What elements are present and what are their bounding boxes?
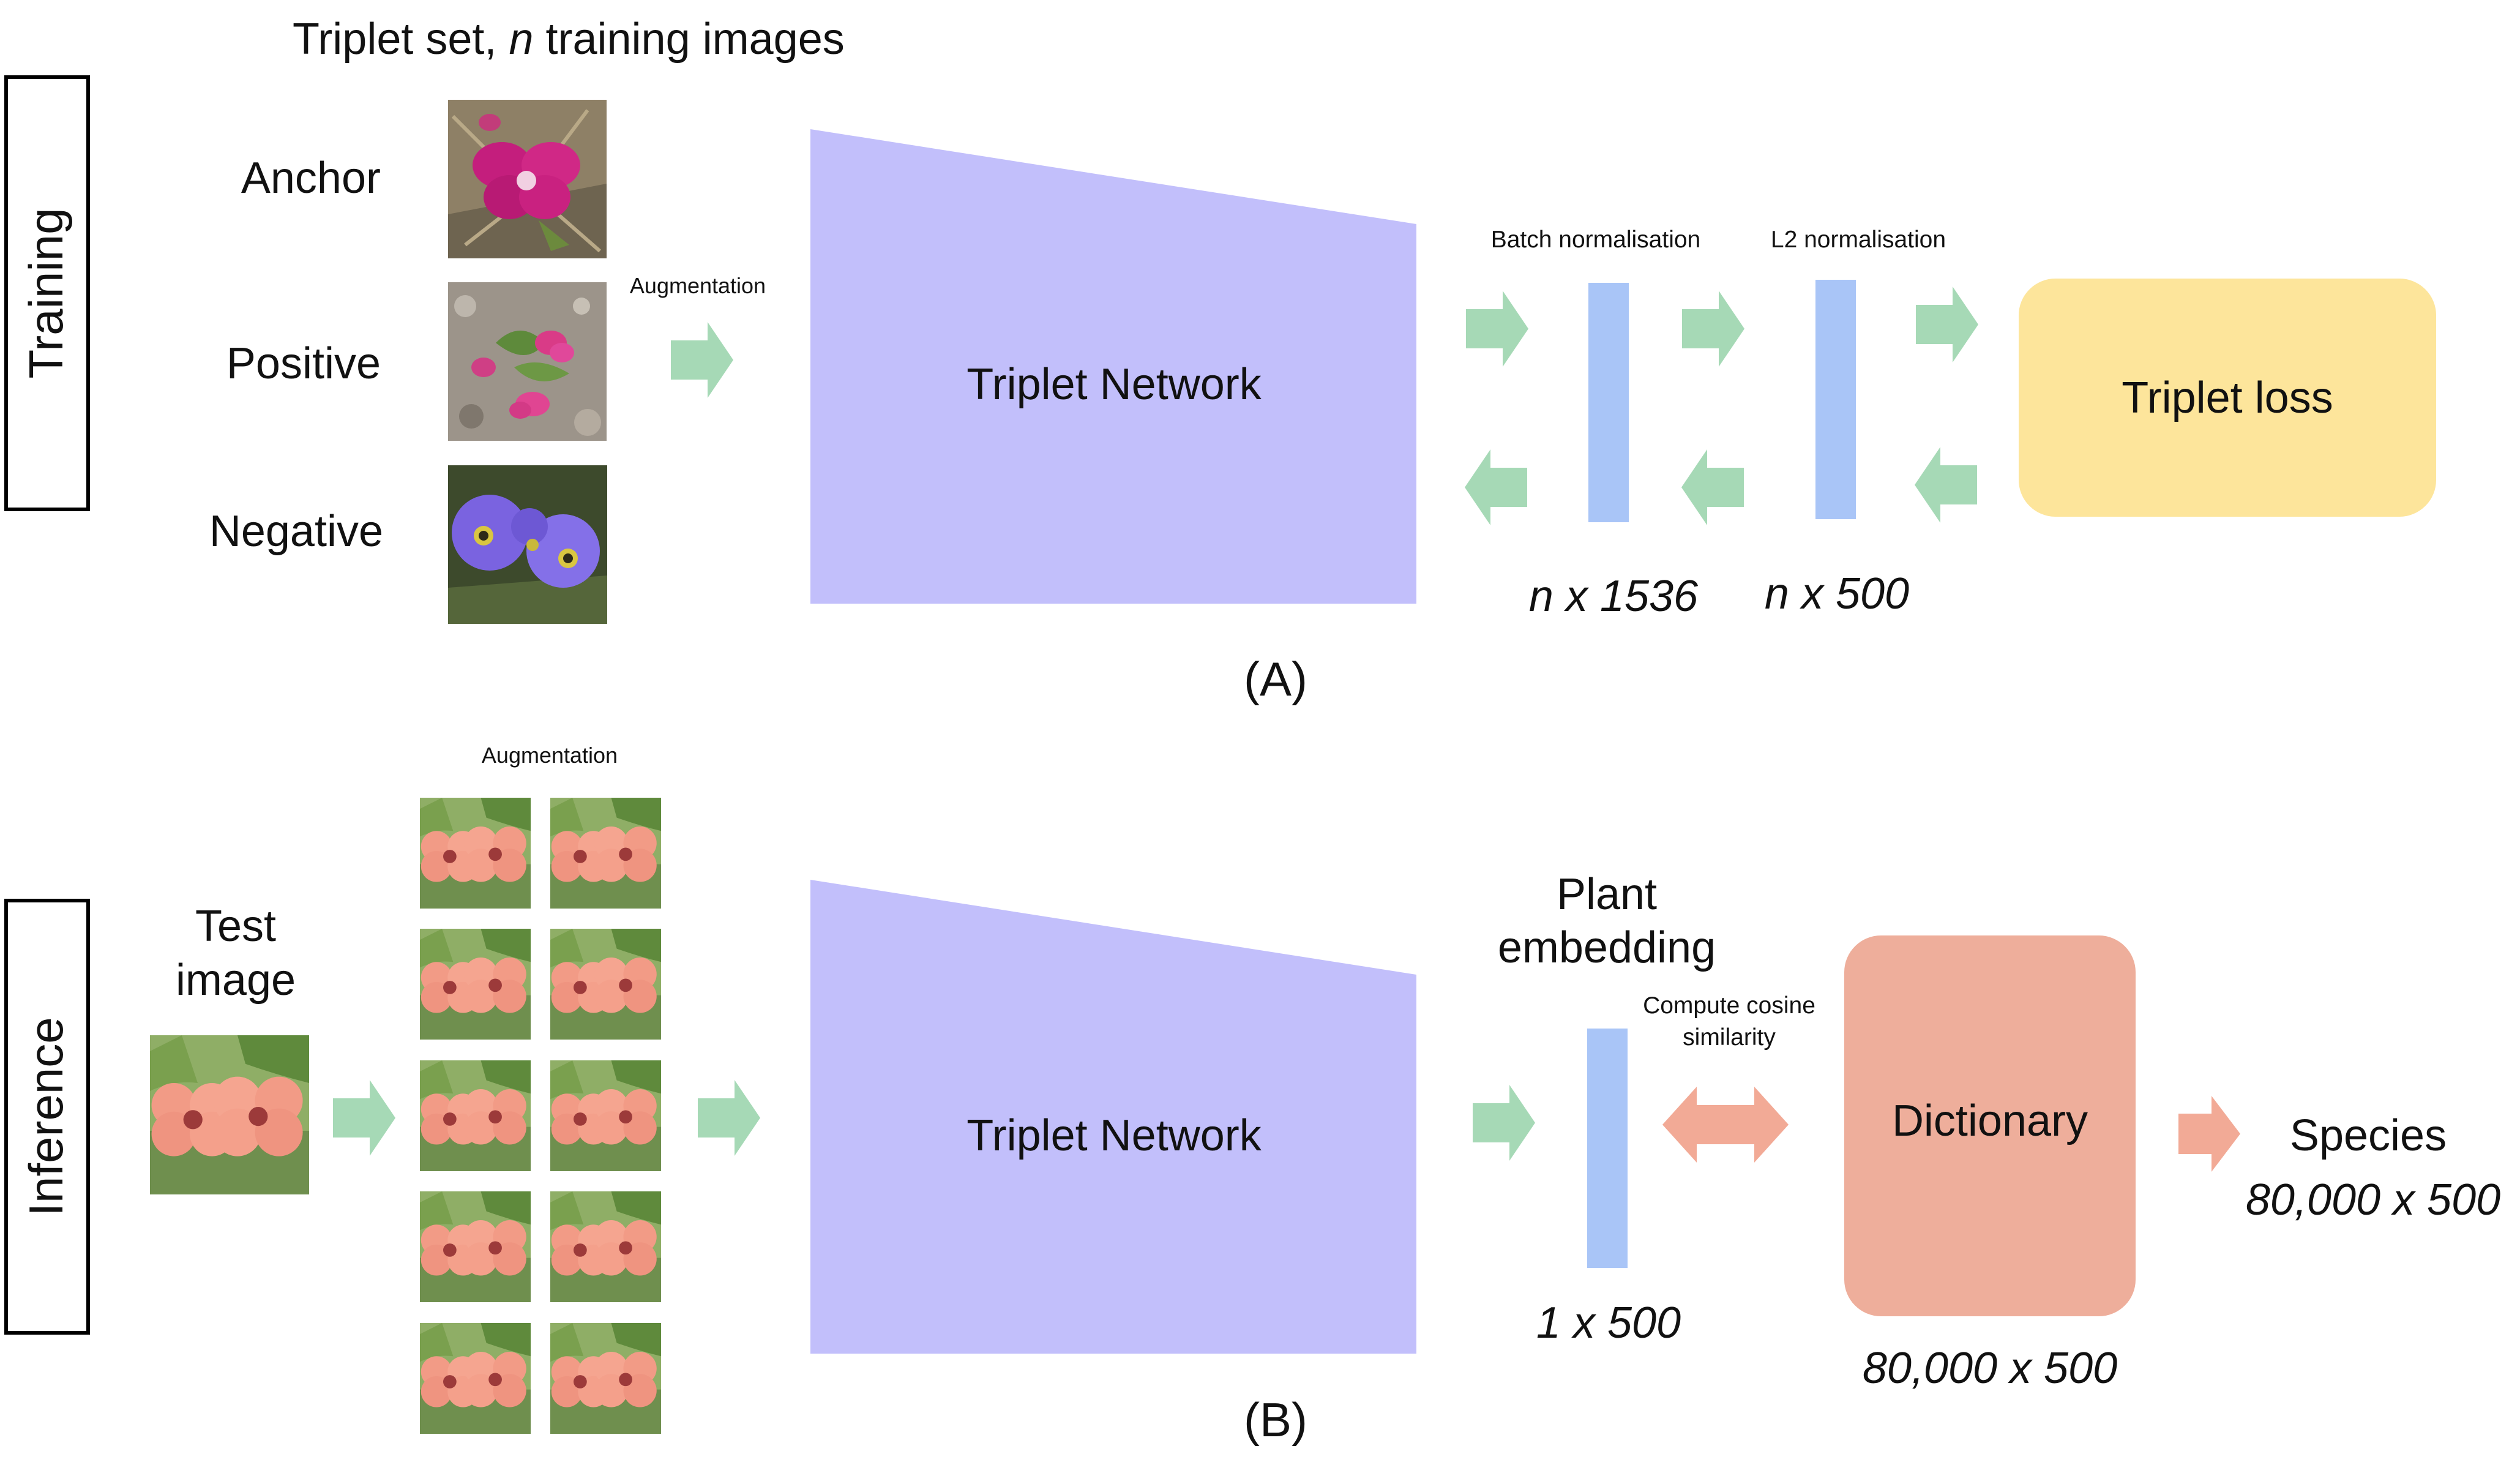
training-section: Training Triplet set, n training images … — [4, 15, 2436, 706]
triplet-network-train — [810, 129, 1416, 604]
batch-norm-bar — [1588, 283, 1629, 522]
arrow-left-icon — [1681, 449, 1744, 525]
dictionary-label: Dictionary — [1892, 1096, 2088, 1145]
negative-label: Negative — [209, 507, 383, 556]
positive-label: Positive — [226, 339, 381, 388]
training-side-label: Training — [19, 208, 73, 379]
arrow-right-icon — [1473, 1085, 1535, 1161]
arrow-left-icon — [1915, 447, 1977, 523]
dictionary-box — [1844, 935, 2136, 1316]
inference-side-label: Inference — [19, 1017, 73, 1216]
l2-norm-label: L2 normalisation — [1771, 227, 1946, 253]
arrow-right-icon — [333, 1080, 395, 1156]
cosine-label-line1: Compute cosine — [1643, 992, 1815, 1019]
dim-embedding: 1 x 500 — [1536, 1299, 1681, 1347]
flower-photo-augmented — [550, 1191, 661, 1302]
panel-label-a: (A) — [1244, 652, 1307, 706]
plant-embedding-line1: Plant — [1557, 870, 1657, 919]
flower-photo-augmented — [420, 1060, 531, 1171]
triplet-network-infer — [810, 880, 1416, 1354]
triplet-network-infer-label: Triplet Network — [966, 1111, 1262, 1160]
arrow-right-icon — [1466, 291, 1528, 367]
flower-photo-augmented — [420, 929, 531, 1040]
arrow-right-icon — [1916, 287, 1978, 362]
dim-l2: n x 500 — [1765, 569, 1909, 618]
flower-photo-augmented — [550, 1323, 661, 1434]
dim-species: 80,000 x 500 — [2246, 1175, 2500, 1224]
arrow-right-icon — [698, 1080, 760, 1156]
flower-photo-augmented — [550, 798, 661, 909]
flower-photo-augmented — [420, 1191, 531, 1302]
flower-photo-test — [150, 1035, 309, 1194]
species-label: Species — [2290, 1111, 2447, 1160]
l2-norm-bar — [1815, 280, 1856, 519]
arrow-right-icon — [671, 322, 733, 398]
flower-photo-augmented — [420, 1323, 531, 1434]
dim-batch: n x 1536 — [1529, 572, 1699, 621]
arrow-right-icon — [2178, 1096, 2240, 1172]
flower-photo-augmented — [550, 1060, 661, 1171]
flower-photo-augmented — [420, 798, 531, 909]
plant-embedding-bar — [1587, 1029, 1628, 1268]
batch-norm-label: Batch normalisation — [1491, 227, 1701, 253]
plant-embedding-line2: embedding — [1498, 923, 1716, 972]
inference-section: Inference Test image Augmentation Triple… — [4, 743, 2500, 1447]
augmentation-grid — [420, 798, 661, 1434]
augmentation-label-infer: Augmentation — [482, 743, 618, 768]
test-image-label-line1: Test — [195, 902, 276, 951]
triplet-loss-label: Triplet loss — [2122, 373, 2333, 422]
triplet-loss-box — [2019, 279, 2436, 517]
double-arrow-icon — [1662, 1087, 1789, 1163]
test-image-label-line2: image — [176, 956, 296, 1005]
flower-photo-anchor — [448, 100, 607, 258]
dim-dictionary: 80,000 x 500 — [1863, 1344, 2117, 1393]
training-header: Triplet set, n training images — [293, 15, 845, 64]
triplet-network-train-label: Triplet Network — [966, 360, 1262, 409]
panel-label-b: (B) — [1244, 1393, 1307, 1447]
anchor-label: Anchor — [241, 154, 381, 203]
flower-photo-augmented — [550, 929, 661, 1040]
flower-photo-negative — [448, 465, 607, 624]
augmentation-label-train: Augmentation — [630, 273, 766, 298]
inference-side-box — [4, 899, 90, 1335]
training-side-box — [4, 75, 90, 511]
cosine-label-line2: similarity — [1683, 1024, 1776, 1051]
arrow-left-icon — [1465, 449, 1527, 525]
flower-photo-positive — [448, 282, 607, 441]
arrow-right-icon — [1682, 291, 1744, 367]
